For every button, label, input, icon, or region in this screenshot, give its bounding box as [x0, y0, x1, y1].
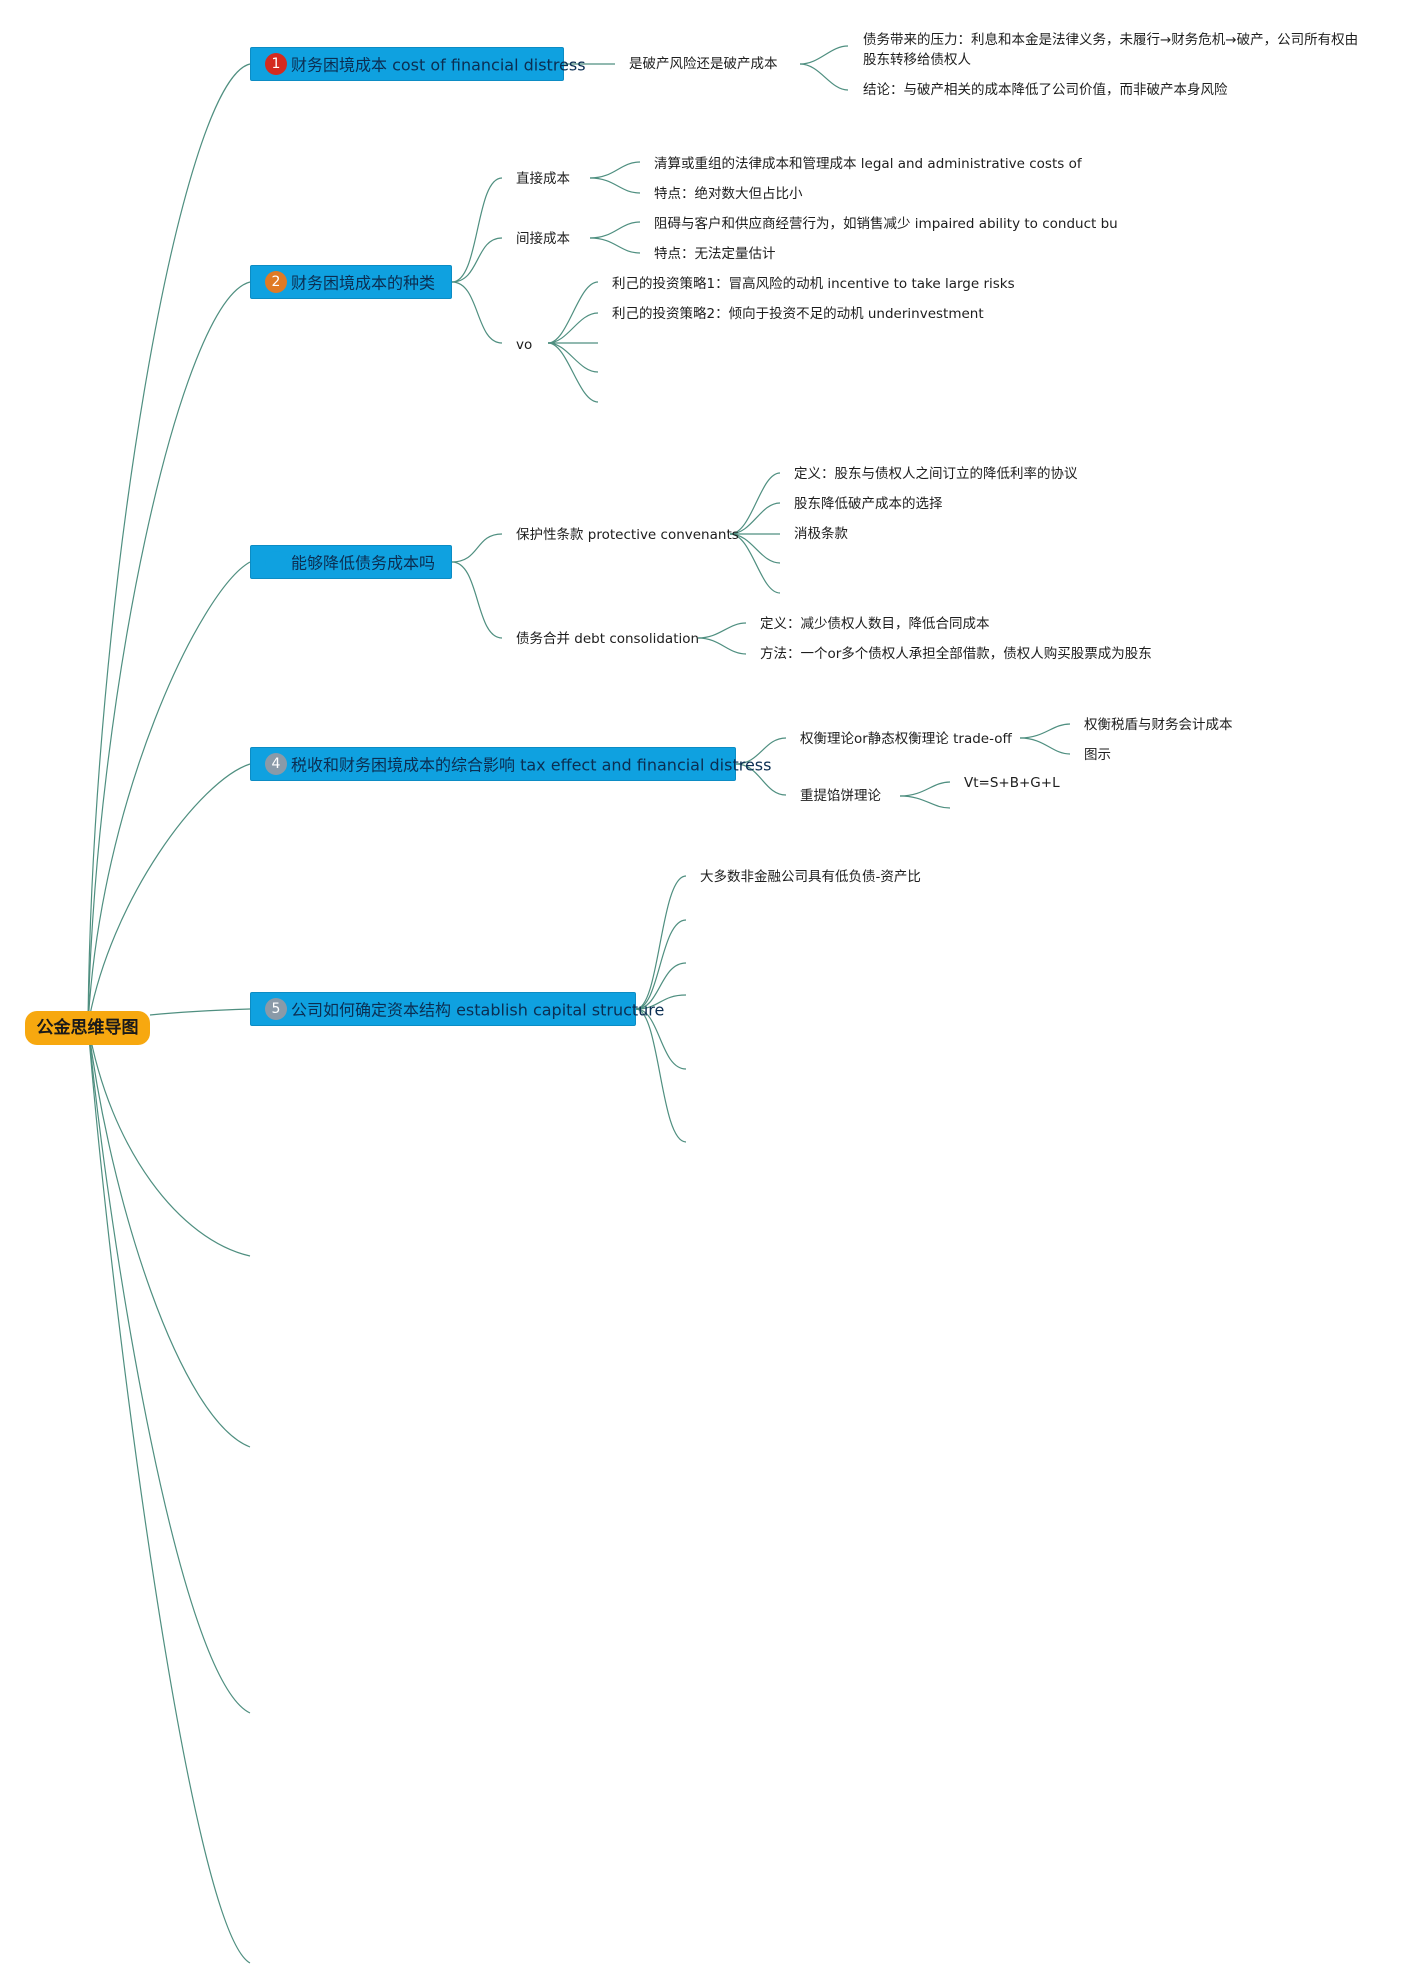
- node-tradeoff-diagram[interactable]: 图示: [1084, 747, 1111, 763]
- node-direct-cost[interactable]: 直接成本: [516, 171, 570, 187]
- node-direct-cost-feature[interactable]: 特点：绝对数大但占比小: [654, 186, 803, 202]
- node-protective-covenants[interactable]: 保护性条款 protective convenants: [516, 527, 739, 543]
- branch-label: 财务困境成本 cost of financial distress: [291, 55, 586, 75]
- node-tradeoff-theory[interactable]: 权衡理论or静态权衡理论 trade-off: [800, 731, 1012, 747]
- branch-label: 能够降低债务成本吗: [291, 553, 436, 573]
- branch-label: 公司如何确定资本结构 establish capital structure: [291, 1000, 665, 1020]
- node-strategy-2[interactable]: 利己的投资策略2：倾向于投资不足的动机 underinvestment: [612, 306, 984, 322]
- node-tradeoff-tax-shield[interactable]: 权衡税盾与财务会计成本: [1084, 717, 1233, 733]
- branch-label: 财务困境成本的种类: [291, 273, 436, 293]
- node-negative-covenant[interactable]: 消极条款: [794, 526, 848, 542]
- number-badge: 2: [265, 270, 287, 293]
- number-badge: [265, 550, 287, 573]
- node-low-debt-ratio[interactable]: 大多数非金融公司具有低负债-资产比: [700, 869, 921, 885]
- node-vo[interactable]: vo: [516, 337, 533, 353]
- node-indirect-cost-detail[interactable]: 阻碍与客户和供应商经营行为，如销售减少 impaired ability to …: [654, 216, 1118, 232]
- node-consolidation-definition[interactable]: 定义：减少债权人数目，降低合同成本: [760, 616, 990, 632]
- node-direct-cost-detail[interactable]: 清算或重组的法律成本和管理成本 legal and administrative…: [654, 156, 1082, 172]
- node-pie-formula[interactable]: Vt=S+B+G+L: [964, 775, 1060, 791]
- node-covenant-choice[interactable]: 股东降低破产成本的选择: [794, 496, 943, 512]
- node-indirect-cost[interactable]: 间接成本: [516, 231, 570, 247]
- number-badge: 4: [265, 752, 287, 775]
- node-debt-pressure[interactable]: 债务带来的压力：利息和本金是法律义务，未履行→财务危机→破产，公司所有权由股东转…: [863, 32, 1359, 68]
- node-indirect-cost-feature[interactable]: 特点：无法定量估计: [654, 246, 776, 262]
- node-bankruptcy-risk-or-cost[interactable]: 是破产风险还是破产成本: [629, 56, 778, 72]
- node-conclusion[interactable]: 结论：与破产相关的成本降低了公司价值，而非破产本身风险: [863, 82, 1228, 98]
- node-consolidation-method[interactable]: 方法：一个or多个债权人承担全部借款，债权人购买股票成为股东: [760, 646, 1152, 662]
- node-pie-theory[interactable]: 重提馅饼理论: [800, 788, 881, 804]
- node-strategy-1[interactable]: 利己的投资策略1：冒高风险的动机 incentive to take large…: [612, 276, 1015, 292]
- node-covenant-definition[interactable]: 定义：股东与债权人之间订立的降低利率的协议: [794, 466, 1078, 482]
- branch-label: 税收和财务困境成本的综合影响 tax effect and financial …: [291, 755, 772, 775]
- number-badge: 1: [265, 52, 287, 75]
- root-node[interactable]: 公金思维导图: [25, 1011, 150, 1045]
- node-debt-consolidation[interactable]: 债务合并 debt consolidation: [516, 631, 700, 647]
- number-badge: 5: [265, 997, 287, 1020]
- branch-node-3[interactable]: 能够降低债务成本吗: [250, 545, 452, 579]
